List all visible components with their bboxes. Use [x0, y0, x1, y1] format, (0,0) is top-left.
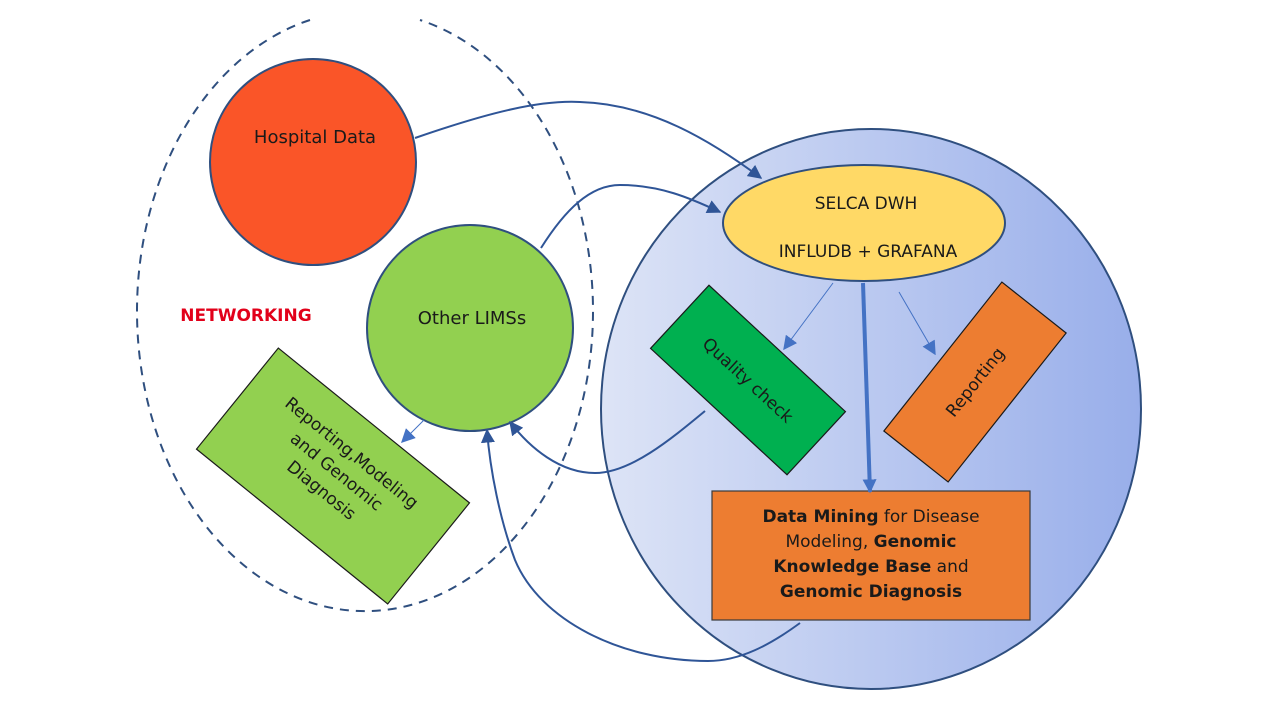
selca-dwh-node	[722, 164, 1006, 282]
data-mining-rest-3: and	[931, 557, 968, 577]
arrow-selca-to-data-mining	[861, 282, 877, 494]
networking-region-boundary	[136, 19, 594, 613]
arrow-selca-to-reporting	[898, 291, 936, 356]
hospital-data-label: Hospital Data	[254, 127, 376, 148]
arrow-quality-to-limss	[509, 410, 706, 475]
data-mining-bold-2: Genomic	[874, 532, 957, 552]
data-mining-bold-1: Data Mining	[762, 507, 878, 527]
selca-dwh-label: SELCA DWH	[815, 194, 918, 214]
data-mining-line1: Data Mining for Disease	[762, 507, 979, 527]
arrow-selca-to-quality	[783, 282, 834, 351]
other-limss-node	[366, 224, 574, 432]
data-mining-node	[711, 490, 1031, 621]
arrow-limss-to-left-report	[401, 419, 425, 443]
other-limss-label: Other LIMSs	[418, 308, 527, 329]
data-mining-bold-3: Knowledge Base	[773, 557, 931, 577]
networking-label: NETWORKING	[180, 306, 311, 326]
arrow-limss-to-selca	[540, 183, 722, 249]
data-mining-line3: Knowledge Base and	[773, 557, 968, 577]
reporting-node: Reporting	[883, 281, 1067, 483]
influxdb-grafana-label: INFLUDB + GRAFANA	[779, 242, 958, 262]
data-mining-rest-1: for Disease	[879, 507, 980, 527]
arrow-hospital-to-selca	[414, 100, 763, 179]
data-mining-line4: Genomic Diagnosis	[780, 582, 962, 602]
data-mining-line2: Modeling, Genomic	[785, 532, 956, 552]
arrow-data-mining-to-limss	[480, 428, 801, 663]
hospital-data-node	[209, 58, 417, 266]
data-mining-rest-2: Modeling,	[785, 532, 873, 552]
